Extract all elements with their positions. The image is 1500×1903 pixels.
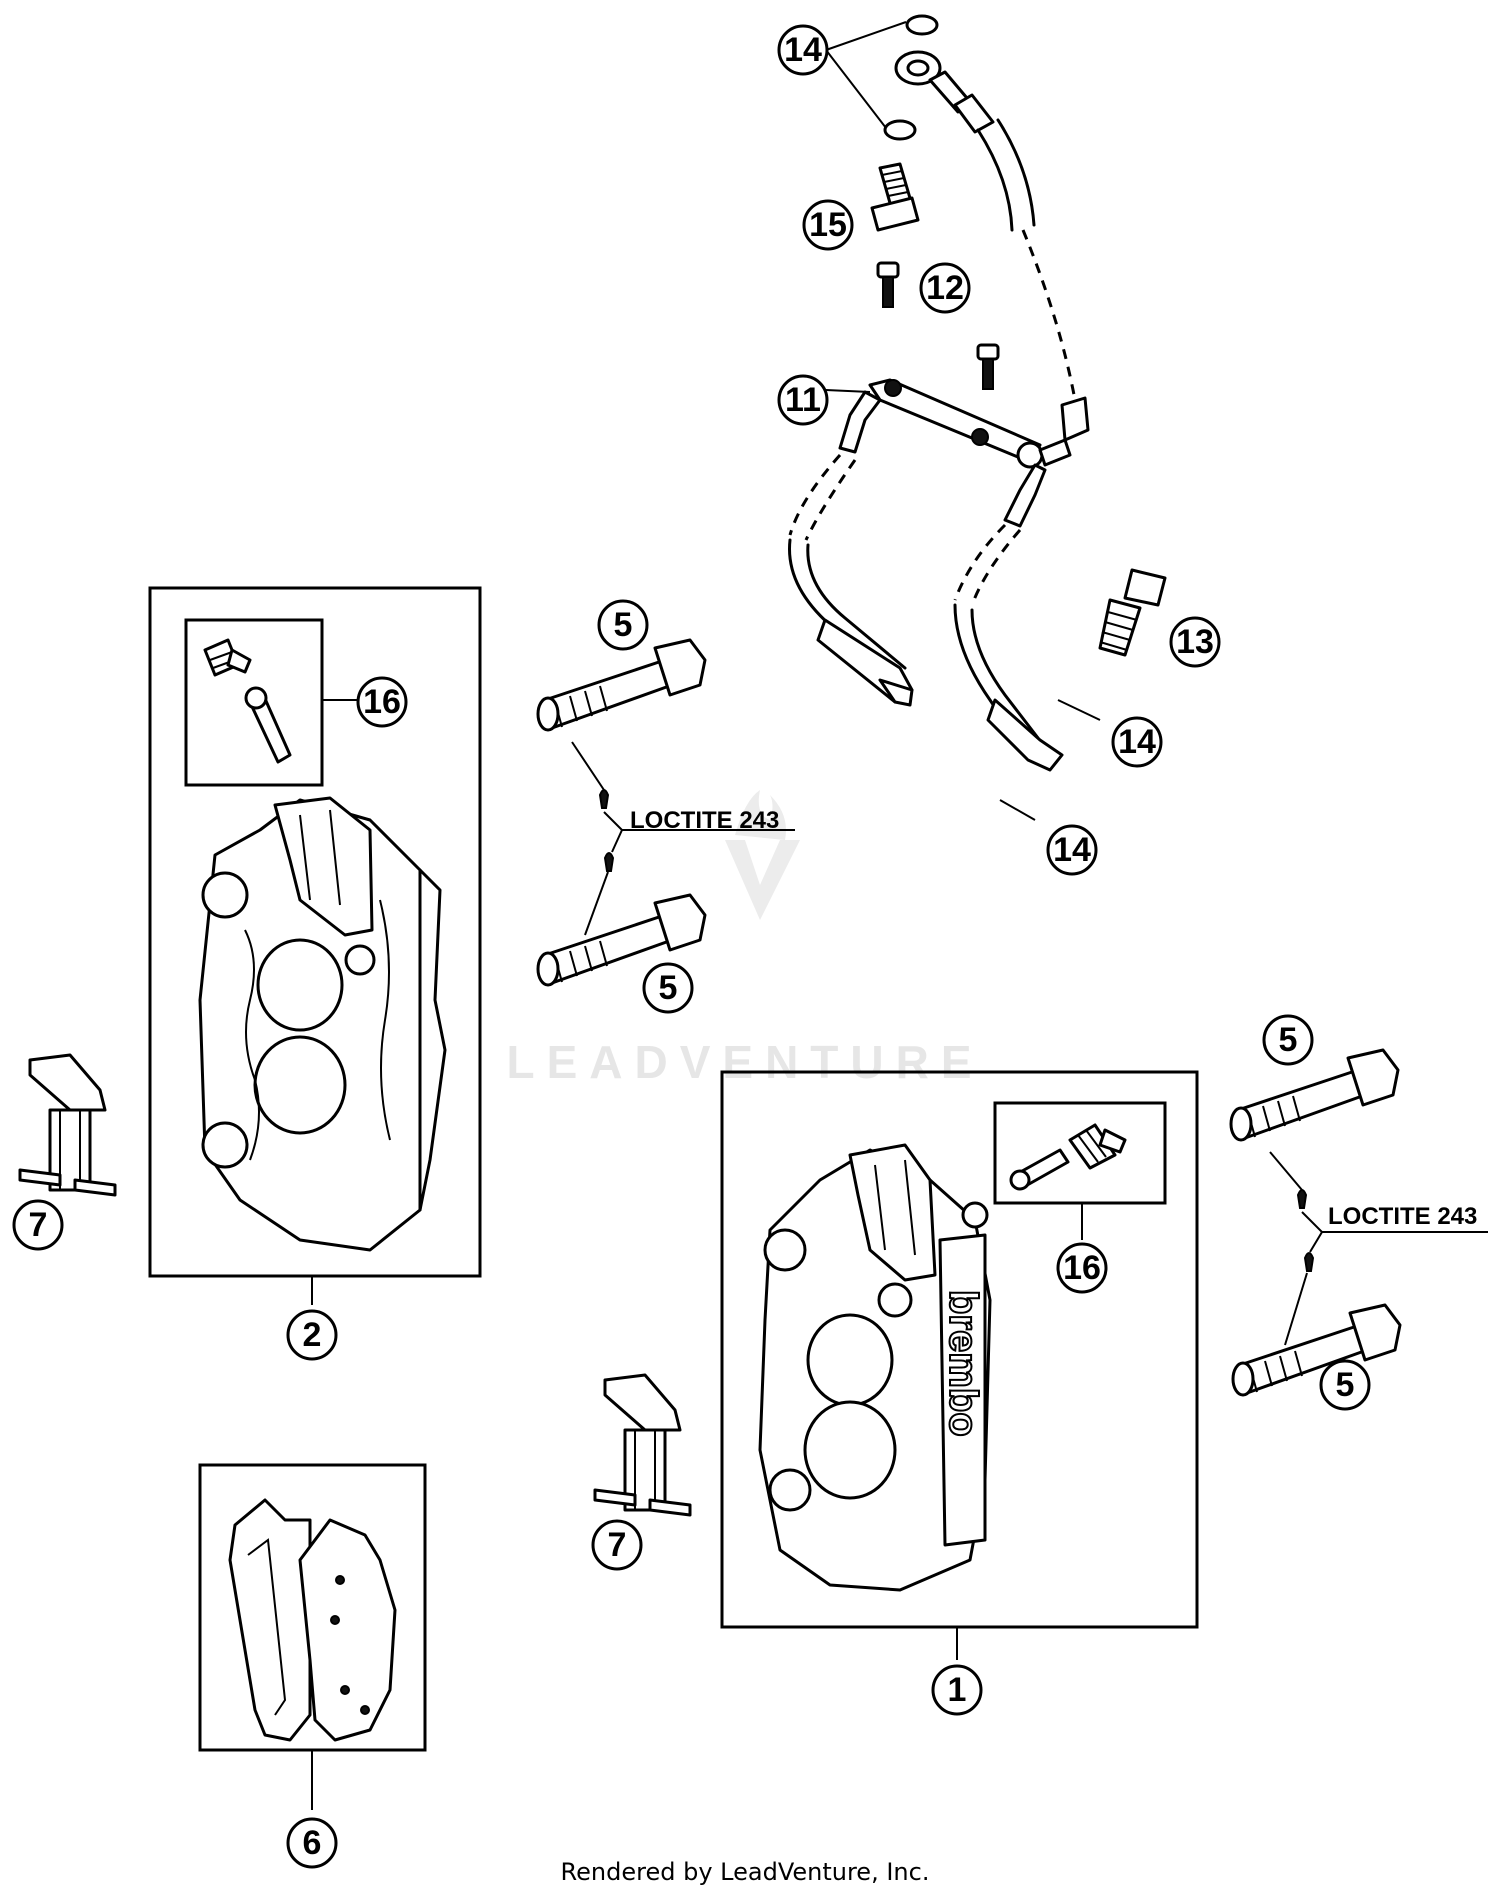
bleeder-kit-16-frame-right bbox=[993, 1101, 1167, 1205]
brake-line-splitter bbox=[838, 378, 1072, 528]
watermark: LEADVENTURE bbox=[506, 790, 983, 1088]
crush-washer-lower bbox=[999, 799, 1036, 821]
callout-14-top-label: 14 bbox=[784, 31, 822, 69]
callout-5-right-bottom: 5 bbox=[1319, 1359, 1371, 1411]
callout-2-label: 2 bbox=[303, 1316, 322, 1354]
callout-16-left: 16 bbox=[356, 676, 408, 728]
callout-11: 11 bbox=[777, 374, 829, 426]
hose-right-end bbox=[986, 698, 1064, 772]
loctite-note-right: LOCTITE 243 bbox=[1328, 1203, 1477, 1230]
caliper-right-brembo: brembo bbox=[758, 1143, 992, 1592]
callout-6-label: 6 bbox=[303, 1824, 322, 1862]
callout-7-middle-label: 7 bbox=[608, 1526, 627, 1564]
callout-13-label: 13 bbox=[1176, 623, 1214, 661]
callout-1-label: 1 bbox=[948, 1671, 967, 1709]
hose-end-fitting bbox=[1060, 396, 1090, 442]
loctite-drops-right bbox=[1296, 1189, 1315, 1272]
footer-credit: Rendered by LeadVenture, Inc. bbox=[561, 1858, 930, 1886]
bolt-12b bbox=[976, 343, 1000, 390]
callout-16-left-label: 16 bbox=[363, 683, 401, 721]
callout-6: 6 bbox=[286, 1817, 338, 1869]
callout-14-middle: 14 bbox=[1111, 716, 1163, 768]
caliper-left bbox=[198, 796, 447, 1252]
main-hose bbox=[976, 128, 1014, 232]
caliper-2-frame bbox=[148, 586, 482, 1278]
callout-14-top: 14 bbox=[777, 24, 829, 76]
callout-14-lower: 14 bbox=[1046, 824, 1098, 876]
callout-5-center-top: 5 bbox=[597, 599, 649, 651]
callout-5-center-top-label: 5 bbox=[614, 606, 633, 644]
o-ring-bottom bbox=[883, 119, 917, 141]
brake-hose-assembly bbox=[788, 14, 1167, 821]
callout-5-center-bottom: 5 bbox=[642, 962, 694, 1014]
bleeder-kit-right bbox=[1009, 1123, 1127, 1191]
loctite-drops-center bbox=[598, 789, 615, 872]
watermark-text: LEADVENTURE bbox=[506, 1036, 983, 1088]
pad-spring-left bbox=[18, 1053, 117, 1197]
caliper-bolt-lower-right bbox=[1231, 1303, 1402, 1397]
callout-7-left: 7 bbox=[12, 1199, 64, 1251]
callout-15-label: 15 bbox=[809, 206, 847, 244]
callout-12-label: 12 bbox=[926, 269, 964, 307]
o-ring-top bbox=[905, 14, 939, 36]
callout-12: 12 bbox=[919, 262, 971, 314]
banjo-fitting bbox=[894, 50, 995, 134]
callout-14-lower-label: 14 bbox=[1053, 831, 1091, 869]
caliper-bolt-lower-center bbox=[536, 893, 707, 987]
callout-16-right-label: 16 bbox=[1063, 1249, 1101, 1287]
bleeder-kit-16-frame-left bbox=[184, 618, 324, 787]
callout-13: 13 bbox=[1169, 616, 1221, 668]
bolt-12a bbox=[876, 261, 900, 308]
callout-5-center-bottom-label: 5 bbox=[659, 969, 678, 1007]
callout-7-middle: 7 bbox=[591, 1519, 643, 1571]
pad-spring-middle bbox=[593, 1373, 692, 1517]
callout-1: 1 bbox=[931, 1664, 983, 1716]
callout-5-right-top-label: 5 bbox=[1279, 1021, 1298, 1059]
loctite-note-left: LOCTITE 243 bbox=[630, 807, 779, 834]
callout-5-right-top: 5 bbox=[1262, 1014, 1314, 1066]
bleeder-screw-15 bbox=[870, 162, 920, 232]
caliper-bolt-upper-right bbox=[1229, 1048, 1400, 1142]
callout-5-right-bottom-label: 5 bbox=[1336, 1366, 1355, 1404]
callout-16-right: 16 bbox=[1056, 1242, 1108, 1294]
callout-2: 2 bbox=[286, 1309, 338, 1361]
callout-11-label: 11 bbox=[785, 381, 821, 419]
brake-pads bbox=[228, 1498, 397, 1742]
bleeder-kit-left bbox=[203, 638, 292, 764]
callout-7-left-label: 7 bbox=[29, 1206, 48, 1244]
callout-14-middle-label: 14 bbox=[1118, 723, 1156, 761]
caliper-bolt-upper-center bbox=[536, 638, 707, 732]
callout-15: 15 bbox=[802, 199, 854, 251]
banjo-bolt-13 bbox=[1098, 568, 1167, 657]
caliper-1-frame bbox=[720, 1070, 1199, 1629]
caliper-brand-text: brembo bbox=[941, 1290, 985, 1437]
crush-washer-upper bbox=[1057, 699, 1101, 721]
